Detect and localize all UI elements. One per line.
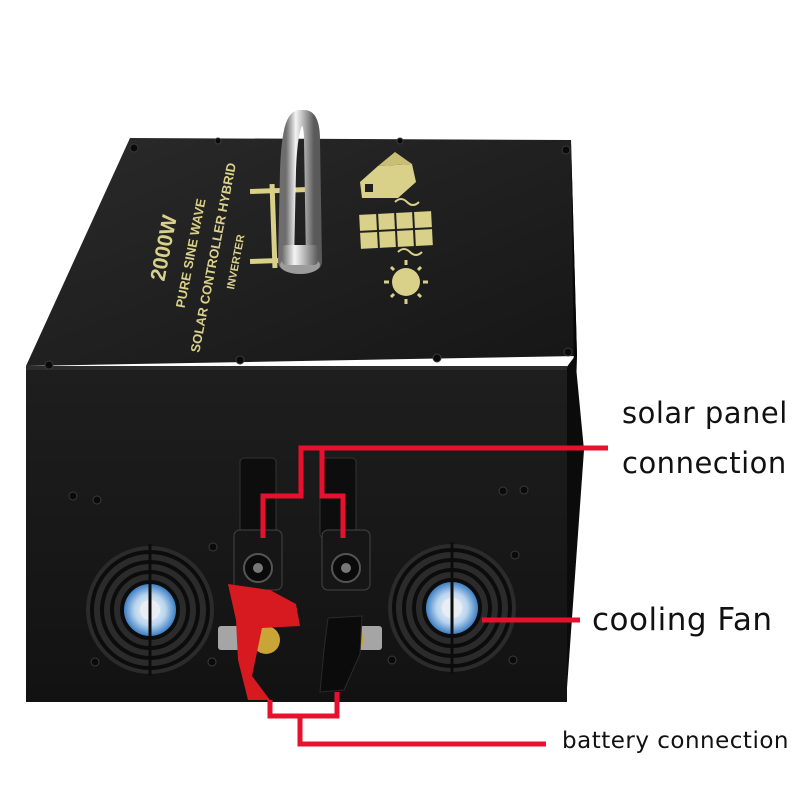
screw-set xyxy=(44,137,573,667)
callout-solar-panel-line2: connection xyxy=(622,446,787,480)
fan-icon xyxy=(86,544,214,676)
callout-solar-panel-line1: solar panel xyxy=(622,396,788,430)
carry-handle-icon xyxy=(278,110,322,274)
case-side xyxy=(566,140,577,702)
solar-panel-icon xyxy=(359,211,433,249)
callout-battery-connection: battery connection xyxy=(562,728,789,754)
sun-icon xyxy=(384,260,428,304)
battery-terminal-negative xyxy=(319,615,382,693)
fan-icon xyxy=(388,542,516,674)
solar-connector xyxy=(233,457,283,591)
callout-lines xyxy=(260,445,608,747)
callout-cooling-fan: cooling Fan xyxy=(592,602,773,638)
battery-terminal-positive xyxy=(218,584,300,700)
house-icon xyxy=(360,152,416,198)
